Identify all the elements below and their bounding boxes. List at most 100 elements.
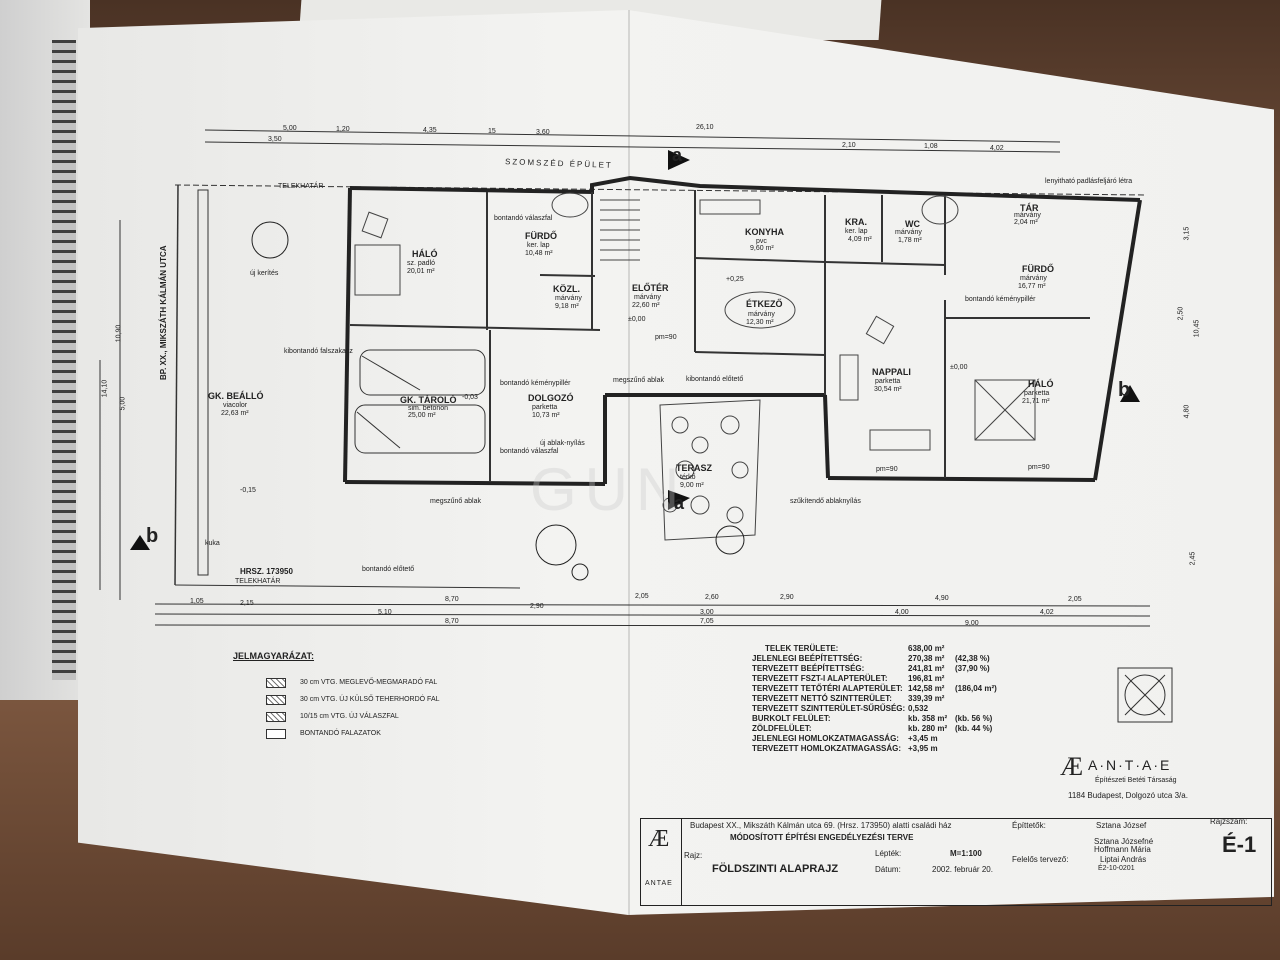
room-terasz-floor: térkő bbox=[680, 474, 696, 481]
section-b-right-arrow bbox=[1120, 385, 1140, 402]
dim-top-7: 1,08 bbox=[924, 143, 938, 150]
room-furdo-1-area: 10,48 m² bbox=[525, 250, 553, 257]
level-1: ±0,00 bbox=[628, 316, 646, 323]
room-halo-2: HÁLÓ bbox=[1028, 379, 1054, 389]
room-kozl: KÖZL. bbox=[553, 284, 580, 294]
room-etkezo: ÉTKEZŐ bbox=[746, 299, 783, 309]
dim-bottom-4: 2,90 bbox=[530, 603, 544, 610]
hrsz-label: HRSZ. 173950 bbox=[240, 567, 293, 576]
note-megszuno-ablak: megszűnő ablak bbox=[613, 377, 664, 384]
wall-kozl bbox=[539, 274, 596, 277]
terrace-outline bbox=[659, 399, 761, 541]
note-szukitendo-ablaknyilas: szűkítendő ablaknyílás bbox=[790, 498, 861, 505]
stat-value-1: 270,38 m² bbox=[908, 654, 945, 663]
lot-boundary-left bbox=[174, 184, 179, 586]
title-logo-cell bbox=[640, 818, 682, 906]
lot-boundary-bottom-label: TELEKHATÁR bbox=[235, 578, 281, 585]
note-bontando-valaszfal: bontandó válaszfal bbox=[494, 215, 553, 222]
note-megszuno-ablak-2: megszűnő ablak bbox=[430, 498, 481, 505]
room-eloter-floor: márvány bbox=[634, 294, 661, 301]
dim-bottom3-2: 7,05 bbox=[700, 618, 714, 625]
note-uj-ablaknyilas: új ablak-nyílás bbox=[540, 440, 585, 447]
stat-label-8: ZÖLDFELÜLET: bbox=[752, 724, 812, 733]
east-wall bbox=[1093, 199, 1142, 481]
note-kibontando-falszakasz: kibontandó falszakasz bbox=[284, 348, 353, 355]
room-tar: TÁR bbox=[1020, 203, 1039, 213]
new-fence-label: új kerítés bbox=[250, 270, 279, 277]
legend-swatch-1 bbox=[266, 678, 286, 688]
chair-1 bbox=[361, 211, 389, 239]
room-terasz-area: 9,00 m² bbox=[680, 482, 704, 489]
room-wc: WC bbox=[905, 219, 920, 229]
street-label: BP. XX., MIKSZÁTH KÁLMÁN UTCA bbox=[159, 245, 168, 380]
leptek-label: Lépték: bbox=[875, 849, 902, 858]
dim-bottom-9: 2,05 bbox=[1068, 596, 1082, 603]
dim-top-total: 26,10 bbox=[696, 124, 714, 131]
stat-label-6: TERVEZETT SZINTTERÜLET-SŰRŰSÉG: bbox=[752, 704, 906, 713]
stat-label-9: JELENLEGI HOMLOKZATMAGASSÁG: bbox=[752, 734, 899, 743]
dim-bottom-1: 1,05 bbox=[190, 598, 204, 605]
dim-line-top-2 bbox=[204, 141, 1061, 153]
dim-bottom2-1: 5,10 bbox=[378, 609, 392, 616]
stat-label-3: TERVEZETT FSZT-I ALAPTERÜLET: bbox=[752, 674, 888, 683]
level-2: +0,25 bbox=[726, 276, 744, 283]
stat-value-7: kb. 358 m² bbox=[908, 714, 948, 723]
firm-logo: Æ bbox=[1060, 752, 1084, 781]
level-7: pm=90 bbox=[1028, 464, 1050, 471]
room-halo-2-floor: parketta bbox=[1024, 390, 1050, 397]
wall-living-north bbox=[824, 261, 946, 266]
lot-boundary-bottom bbox=[174, 584, 521, 589]
dim-bottom2-4: 4,02 bbox=[1040, 609, 1054, 616]
room-terasz: TERASZ bbox=[676, 463, 712, 473]
section-a-bottom: a bbox=[674, 493, 685, 513]
dim-top-2: 1,20 bbox=[336, 126, 350, 133]
south-wall-west bbox=[344, 480, 606, 486]
dim-left-2: 10,90 bbox=[115, 324, 123, 343]
dim-bottom2-2: 3,00 bbox=[700, 609, 714, 616]
room-konyha-floor: pvc bbox=[756, 238, 767, 245]
rajzszam-label: Rajzszám: bbox=[1210, 817, 1248, 826]
room-etkezo-floor: márvány bbox=[748, 311, 775, 318]
room-dolgozo-floor: parketta bbox=[532, 404, 558, 411]
stat-extra-4: (186,04 m²) bbox=[955, 684, 997, 693]
legend-item-2: 30 cm VTG. ÚJ KÜLSŐ TEHERHORDÓ FAL bbox=[300, 696, 440, 703]
legend-title: JELMAGYARÁZAT: bbox=[233, 651, 315, 661]
epitteto-3: Hoffmann Mária bbox=[1094, 845, 1151, 854]
title-logo: Æ bbox=[648, 826, 670, 852]
bed-1 bbox=[354, 244, 401, 296]
dim-line-top bbox=[204, 129, 1061, 143]
room-gk-tarolo: GK. TÁROLÓ bbox=[400, 395, 457, 405]
north-symbol bbox=[1117, 667, 1173, 723]
title-logo-name: ANTAE bbox=[645, 880, 673, 887]
street-fence bbox=[197, 189, 209, 576]
firm-subtitle: Építészeti Betéti Társaság bbox=[1095, 777, 1177, 784]
stat-value-4: 142,58 m² bbox=[908, 684, 945, 693]
room-kozl-floor: márvány bbox=[555, 295, 582, 302]
wall-dining-south bbox=[694, 351, 826, 356]
room-gk-beallo-floor: viacolor bbox=[223, 402, 248, 409]
stat-value-8: kb. 280 m² bbox=[908, 724, 948, 733]
room-kra-area: 4,09 m² bbox=[848, 236, 872, 243]
stat-value-10: +3,95 m bbox=[908, 744, 938, 753]
room-konyha: KONYHA bbox=[745, 227, 785, 237]
dim-right-5: 2,45 bbox=[1189, 551, 1197, 566]
section-a-bottom-arrow bbox=[668, 490, 690, 510]
car-2 bbox=[354, 404, 486, 454]
room-halo-1: HÁLÓ bbox=[412, 249, 438, 259]
section-b-right: b bbox=[1118, 379, 1131, 401]
wall-halo-garage bbox=[349, 324, 601, 331]
tree-1 bbox=[251, 221, 289, 259]
sheet-fold bbox=[628, 10, 630, 915]
north-wall bbox=[349, 175, 1141, 202]
south-wall-step-2 bbox=[823, 394, 830, 479]
stat-extra-8: (kb. 44 %) bbox=[955, 724, 993, 733]
room-eloter-area: 22,60 m² bbox=[632, 302, 660, 309]
room-gk-tarolo-area: 25,00 m² bbox=[408, 412, 436, 419]
dim-top-3: 4,35 bbox=[423, 127, 437, 134]
dim-bottom-2: 2,15 bbox=[240, 600, 254, 607]
stat-value-9: +3,45 m bbox=[908, 734, 938, 743]
stat-label-10: TERVEZETT HOMLOKZATMAGASSÁG: bbox=[752, 744, 902, 753]
felelos-label: Felelős tervező: bbox=[1012, 855, 1069, 864]
dim-right-3: 10,45 bbox=[1193, 319, 1201, 338]
